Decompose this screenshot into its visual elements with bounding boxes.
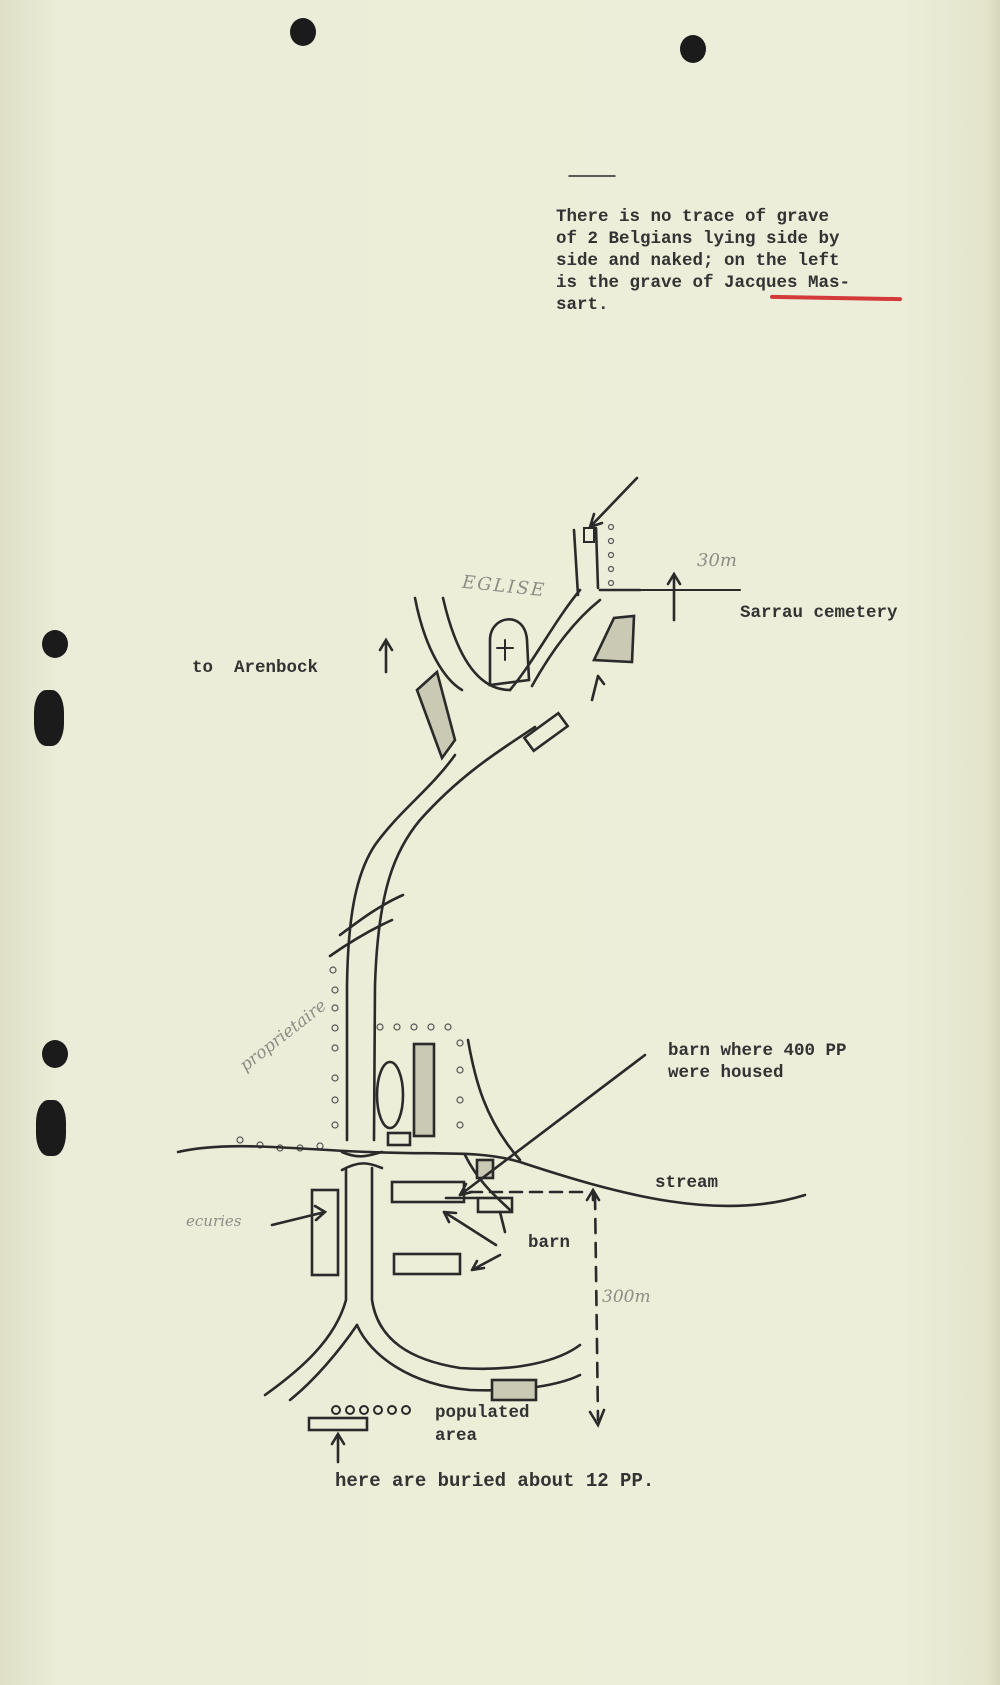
road-crossing <box>338 893 405 937</box>
label-populated: populated <box>435 1403 530 1423</box>
stables-arrow <box>270 1204 328 1227</box>
punch-hole-top-right <box>680 35 706 63</box>
label-barn-400: barn where 400 PP <box>668 1041 847 1061</box>
road-crossing <box>328 918 394 958</box>
church-cross <box>496 639 514 661</box>
punch-hole-left-4 <box>36 1100 66 1156</box>
distance-dashes <box>593 1193 600 1422</box>
burial-site <box>307 1416 369 1432</box>
stream-line <box>176 1144 807 1208</box>
grave-marker <box>583 527 595 543</box>
handwritten-30m: 30m <box>697 550 737 571</box>
label-populated-line2: area <box>435 1426 478 1446</box>
barn-arrow <box>498 1210 507 1234</box>
bridge <box>340 1150 384 1158</box>
road-edge <box>370 1166 582 1371</box>
distance-arrow <box>585 1187 601 1202</box>
bridge <box>340 1162 384 1172</box>
note-line: side and naked; on the left <box>556 251 840 271</box>
label-barn: barn <box>528 1233 571 1253</box>
barn-building <box>476 1196 514 1214</box>
punch-hole-left-3 <box>42 1040 68 1068</box>
paper-edge <box>986 0 1000 1685</box>
road-edge <box>413 596 464 692</box>
grave-arrow <box>588 476 639 529</box>
punch-hole-top-left <box>290 18 316 46</box>
barn-400-pointer <box>458 1053 647 1197</box>
barn-arrow <box>470 1253 502 1272</box>
lane-edge <box>594 526 600 590</box>
stables-building <box>310 1188 340 1277</box>
building <box>386 1131 412 1147</box>
road-edge <box>466 1038 522 1162</box>
distance-arrow <box>588 1408 606 1428</box>
barn-building <box>392 1252 462 1276</box>
road-edge <box>263 1166 348 1397</box>
punch-hole-left-2 <box>34 690 64 746</box>
note-line: of 2 Belgians lying side by <box>556 229 840 249</box>
hatched-building <box>412 1042 436 1138</box>
label-to-arenbock: to Arenbock <box>192 658 319 678</box>
north-arrow <box>378 637 394 674</box>
label-barn-400-line2: were housed <box>668 1063 784 1083</box>
note-line: sart. <box>556 295 609 315</box>
typed-note: There is no trace of grave of 2 Belgians… <box>556 206 916 316</box>
hatched-building <box>490 1378 538 1402</box>
grave-markers <box>331 1405 411 1415</box>
hatched-building <box>591 614 636 664</box>
road-edge <box>288 1323 359 1402</box>
cemetery-arrow <box>666 571 682 622</box>
road-edge <box>530 598 602 688</box>
pond <box>375 1060 405 1130</box>
handwritten-ecuries: ecuries <box>186 1212 242 1230</box>
small-arrow <box>590 674 606 702</box>
note-line: There is no trace of grave <box>556 207 830 227</box>
label-stream: stream <box>655 1173 719 1193</box>
label-sarrau-cemetery: Sarrau cemetery <box>740 603 898 623</box>
note-line: is the grave of Jacques Mas- <box>556 273 851 293</box>
label-buried: here are buried about 12 PP. <box>335 1470 655 1492</box>
dotted-border <box>607 523 615 587</box>
lane-edge <box>572 528 580 597</box>
barn-arrow <box>442 1210 498 1247</box>
road-edge <box>508 588 582 692</box>
road-edge <box>372 725 537 1142</box>
punch-hole-left-1 <box>42 630 68 658</box>
property-dots <box>236 966 464 1152</box>
handwritten-300m: 300m <box>602 1287 651 1307</box>
building <box>522 711 570 753</box>
road-edge <box>441 596 512 692</box>
church-outline <box>488 618 531 687</box>
road-edge <box>355 1323 582 1392</box>
burial-arrow <box>330 1431 346 1464</box>
road-edge <box>463 1153 512 1212</box>
barn-arrow <box>442 1210 458 1224</box>
hatched-building <box>415 669 457 761</box>
